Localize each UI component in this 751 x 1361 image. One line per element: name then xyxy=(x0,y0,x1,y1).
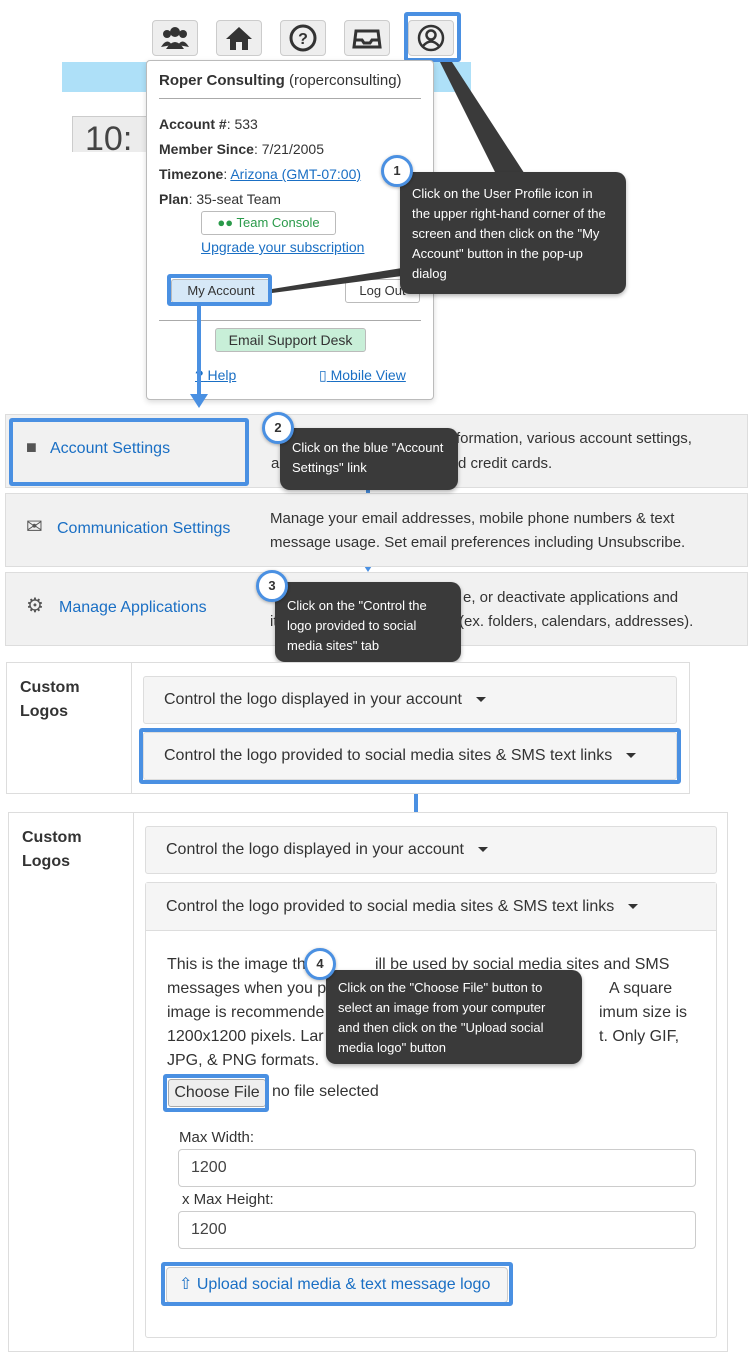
manage-applications-link[interactable]: Manage Applications xyxy=(59,599,207,616)
popup-divider xyxy=(159,320,421,321)
communication-settings-desc: Manage your email addresses, mobile phon… xyxy=(270,510,675,527)
account-settings-desc: formation, various account settings, xyxy=(456,430,692,447)
upload-social-logo-button[interactable]: ⇧ Upload social media & text message log… xyxy=(166,1267,508,1303)
timezone: Timezone: Arizona (GMT-07:00) xyxy=(159,166,362,182)
team-console-button[interactable]: ●● Team Console xyxy=(201,211,336,235)
communication-settings-desc-2: message usage. Set email preferences inc… xyxy=(270,534,686,551)
panel-divider xyxy=(131,663,132,793)
team-icon[interactable] xyxy=(152,20,198,56)
communication-settings-link[interactable]: Communication Settings xyxy=(57,520,231,537)
background-number: 10: xyxy=(85,120,133,152)
callout-2: Click on the blue "Account Settings" lin… xyxy=(280,428,458,490)
account-settings-link[interactable]: Account Settings xyxy=(50,440,171,457)
tab-logo-account[interactable]: Control the logo displayed in your accou… xyxy=(145,826,717,874)
chevron-down-icon xyxy=(628,904,639,910)
step-2-badge: 2 xyxy=(262,412,294,444)
max-width-input[interactable]: 1200 xyxy=(178,1149,696,1187)
no-file-label: no file selected xyxy=(272,1083,379,1100)
callout-1-pointer xyxy=(440,62,530,182)
home-icon[interactable] xyxy=(216,20,262,56)
manage-applications-desc: e, or deactivate applications and xyxy=(463,589,679,606)
popup-account-name: Roper Consulting (roperconsulting) xyxy=(159,72,402,89)
member-since: Member Since: 7/21/2005 xyxy=(159,141,324,157)
choose-file-button[interactable]: Choose File xyxy=(168,1079,266,1107)
upload-icon: ⇧ xyxy=(179,1276,193,1293)
step-1-badge: 1 xyxy=(381,155,413,187)
communication-settings-row: ✉ Communication Settings Manage your ema… xyxy=(5,493,748,567)
callout-1: Click on the User Profile icon in the up… xyxy=(400,172,626,294)
manage-applications-desc-prefix: it xyxy=(270,613,278,630)
callout-1-pointer-2 xyxy=(272,268,402,293)
account-settings-desc-2: d credit cards. xyxy=(458,455,553,472)
background-widget: 10: xyxy=(72,116,152,152)
tab-logo-social[interactable]: Control the logo provided to social medi… xyxy=(146,883,716,931)
popup-divider xyxy=(159,98,421,99)
mobile-icon: ▯ xyxy=(319,367,327,383)
panel-divider xyxy=(133,813,134,1351)
max-width-label: Max Width: xyxy=(179,1129,255,1146)
account-number: Account #: 533 xyxy=(159,116,258,132)
manage-applications-desc-2: (ex. folders, calendars, addresses). xyxy=(459,613,694,630)
gears-icon: ⚙ xyxy=(26,595,44,617)
timezone-link[interactable]: Arizona (GMT-07:00) xyxy=(230,166,362,182)
svg-text:?: ? xyxy=(298,31,308,48)
tab-logo-social[interactable]: Control the logo provided to social medi… xyxy=(143,732,677,780)
step-3-badge: 3 xyxy=(256,570,288,602)
chevron-down-icon xyxy=(475,697,486,703)
tab-logo-account[interactable]: Control the logo displayed in your accou… xyxy=(143,676,677,724)
inbox-icon[interactable] xyxy=(344,20,390,56)
max-height-input[interactable]: 1200 xyxy=(178,1211,696,1249)
chevron-down-icon xyxy=(626,753,637,759)
mobile-view-link[interactable]: ▯ Mobile View xyxy=(319,367,406,383)
account-settings-desc-prefix: a xyxy=(271,455,280,472)
help-icon[interactable]: ? xyxy=(280,20,326,56)
team-icon: ●● xyxy=(217,215,234,230)
user-icon: ■ xyxy=(26,437,37,457)
email-support-button[interactable]: Email Support Desk xyxy=(215,328,366,352)
callout-4: Click on the "Choose File" button to sel… xyxy=(326,970,582,1064)
arrow-head xyxy=(190,394,208,408)
step-4-badge: 4 xyxy=(304,948,336,980)
upgrade-link[interactable]: Upgrade your subscription xyxy=(201,239,365,255)
callout-3: Click on the "Control the logo provided … xyxy=(275,582,461,662)
chevron-down-icon xyxy=(477,847,488,853)
max-height-label: x Max Height: xyxy=(182,1191,274,1208)
envelope-icon: ✉ xyxy=(26,516,43,538)
account-popup: Roper Consulting (roperconsulting) Accou… xyxy=(146,60,434,400)
social-logo-section: Control the logo provided to social medi… xyxy=(145,882,717,1338)
my-account-button[interactable]: My Account xyxy=(171,279,271,303)
plan: Plan: 35-seat Team xyxy=(159,191,281,207)
user-profile-icon[interactable] xyxy=(408,20,454,56)
